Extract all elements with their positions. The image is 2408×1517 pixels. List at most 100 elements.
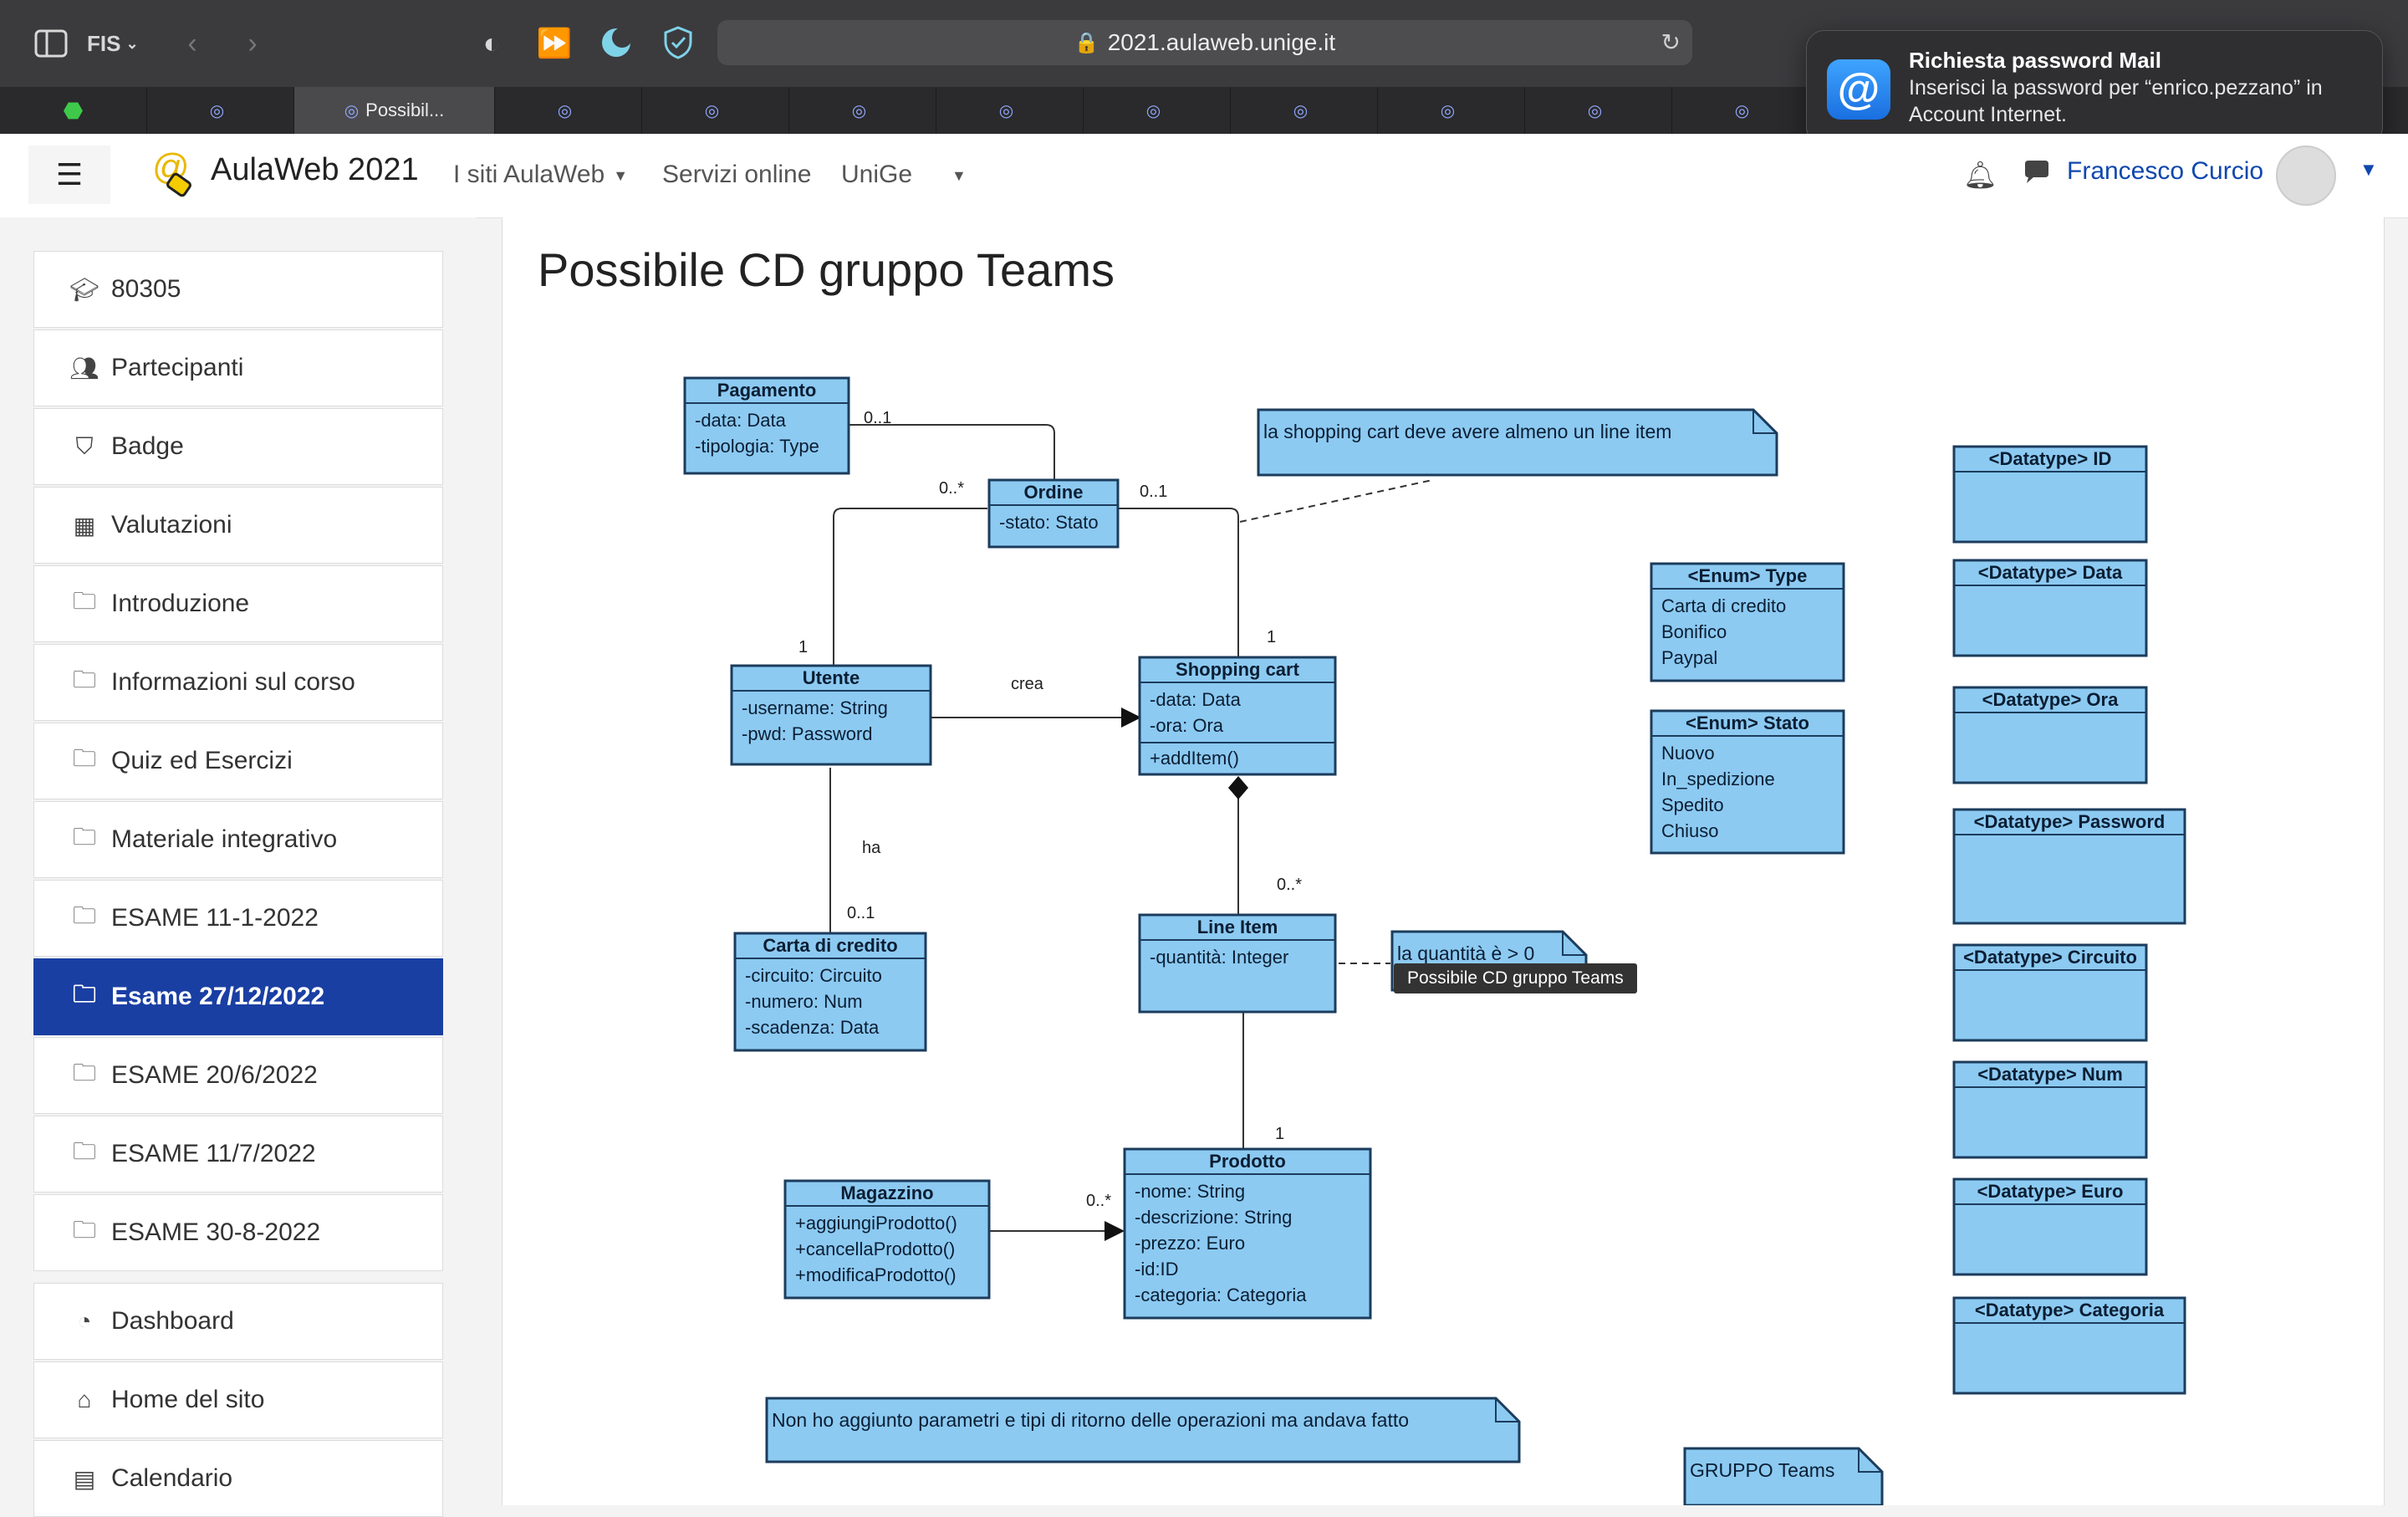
sidebar-item-esame-27-12-2022[interactable]: 🗀Esame 27/12/2022 <box>33 958 443 1035</box>
nav-siti-aulaweb[interactable]: I siti AulaWeb▼ <box>453 161 629 188</box>
mail-password-notification[interactable]: @ Richiesta password Mail Inserisci la p… <box>1806 30 2383 146</box>
note-text: la quantità è > 0 <box>1397 942 1534 964</box>
sidebar-item-esame-20-6-2022[interactable]: 🗀ESAME 20/6/2022 <box>33 1037 443 1114</box>
sidebar-item-materiale[interactable]: 🗀Materiale integrativo <box>33 801 443 878</box>
sidebar-item-quiz[interactable]: 🗀Quiz ed Esercizi <box>33 723 443 799</box>
aulaweb-logo-icon[interactable]: @ <box>150 146 201 204</box>
uml-class-dt-circuito: <Datatype> Circuito <box>1952 943 2148 1042</box>
tab[interactable]: ◎ <box>147 87 294 134</box>
class-name: <Enum> Type <box>1688 565 1808 586</box>
sidebar-item-valutazioni[interactable]: ▦ Valutazioni <box>33 487 443 564</box>
class-attribute: Bonifico <box>1661 621 1727 642</box>
sidebar-item-esame-30-8-2022[interactable]: 🗀ESAME 30-8-2022 <box>33 1194 443 1271</box>
tab[interactable]: ◎ <box>1525 87 1672 134</box>
reload-icon[interactable]: ↻ <box>1661 29 1681 55</box>
uml-class-utente: Utente-username: String-pwd: Password <box>730 664 932 766</box>
address-bar[interactable]: 🔒 2021.aulaweb.unige.it ↻ <box>717 20 1692 65</box>
sidebar-item-label: Valutazioni <box>111 511 232 539</box>
user-name[interactable]: Francesco Curcio <box>2067 157 2264 185</box>
class-name: <Datatype> Num <box>1977 1064 2123 1085</box>
tab[interactable]: ◎ <box>495 87 642 134</box>
class-attribute: Chiuso <box>1661 820 1718 841</box>
class-box <box>1952 559 2148 657</box>
uml-class-dt-password: <Datatype> Password <box>1952 808 2186 925</box>
bell-icon[interactable]: 🔔︎ <box>1963 160 1997 190</box>
chat-bubble-icon[interactable] <box>2022 159 2050 192</box>
course-sidebar: 🎓︎80305 👥︎Partecipanti ⛉Badge ▦ Valutazio… <box>0 217 477 1517</box>
sidebar-item-esame-11-7-2022[interactable]: 🗀 ESAME 11/7/2022 <box>33 1116 443 1193</box>
aulaweb-favicon-icon: ◎ <box>704 101 720 120</box>
class-name: <Datatype> Circuito <box>1963 947 2137 968</box>
class-attribute: In_spedizione <box>1661 769 1775 789</box>
uml-class-diagram: 0..1 0..* 0..1 1 1 crea ha 0..1 0..* 1 0… <box>683 376 2186 1505</box>
assoc-ordine-utente <box>833 508 987 669</box>
tab-active[interactable]: ◎Possibil... <box>294 87 495 134</box>
fast-forward-icon[interactable]: ⏩ <box>536 28 573 59</box>
uml-note-cart: la shopping cart deve avere almeno un li… <box>1257 408 1778 477</box>
class-name: Line Item <box>1197 917 1278 937</box>
moon-extension-icon[interactable] <box>597 23 635 62</box>
sidebar-item-label: Partecipanti <box>111 354 244 381</box>
class-box <box>1650 709 1845 855</box>
tab[interactable]: ◎ <box>1084 87 1231 134</box>
hamburger-menu-button[interactable]: ☰ <box>28 146 110 204</box>
shield-check-icon[interactable] <box>659 23 697 62</box>
sidebar-item-esame-11-1-2022[interactable]: 🗀ESAME 11-1-2022 <box>33 880 443 957</box>
aulaweb-favicon-icon: ◎ <box>1587 101 1603 120</box>
folder-icon: 🗀 <box>72 1138 96 1164</box>
sidebar-item-home[interactable]: ⌂Home del sito <box>33 1361 443 1438</box>
class-attribute: +aggiungiProdotto() <box>795 1213 957 1234</box>
site-name[interactable]: AulaWeb 2021 <box>211 152 419 187</box>
sidebar-item-informazioni[interactable]: 🗀Informazioni sul corso <box>33 644 443 721</box>
sidebar-item-80305[interactable]: 🎓︎80305 <box>33 251 443 328</box>
note-fold <box>1752 410 1777 434</box>
class-box <box>1123 1147 1372 1320</box>
sidebar-item-label: Quiz ed Esercizi <box>111 747 293 774</box>
sidebar-item-label: Introduzione <box>111 590 250 617</box>
class-name: Shopping cart <box>1176 659 1300 680</box>
table-icon: ▦ <box>73 512 96 539</box>
uml-class-dt-categoria: <Datatype> Categoria <box>1952 1296 2186 1395</box>
notification-body: Inserisci la password per “enrico.pezzan… <box>1909 76 2323 126</box>
class-attribute: +modificaProdotto() <box>795 1264 957 1285</box>
avatar[interactable] <box>2276 146 2336 206</box>
caret-down-icon[interactable]: ▼ <box>2360 159 2378 180</box>
tab-group-selector[interactable]: FIS⌄ <box>87 25 139 62</box>
sidebar-item-badge[interactable]: ⛉Badge <box>33 408 443 485</box>
class-name: <Datatype> ID <box>1989 448 2112 469</box>
tab[interactable]: ◎ <box>1672 87 1819 134</box>
sidebar-item-label: Badge <box>111 432 184 460</box>
uml-class-dt-data: <Datatype> Data <box>1952 559 2148 657</box>
nav-unige[interactable]: UniGe <box>841 161 913 188</box>
class-box <box>1138 656 1337 776</box>
aulaweb-favicon-icon: ◎ <box>1145 101 1161 120</box>
tab[interactable]: ◎ <box>642 87 789 134</box>
class-box <box>1952 808 2186 925</box>
sidebar-item-dashboard[interactable]: ◔Dashboard <box>33 1283 443 1360</box>
nav-servizi-online[interactable]: Servizi online <box>662 161 812 188</box>
association-label: ha <box>862 839 881 857</box>
sidebar-item-partecipanti[interactable]: 👥︎Partecipanti <box>33 329 443 406</box>
back-button[interactable]: ‹ <box>187 27 197 59</box>
note-shape <box>1683 1447 1884 1505</box>
sidebar-item-label: ESAME 11/7/2022 <box>111 1140 316 1167</box>
nav-more-dropdown[interactable]: ▼ <box>943 161 967 189</box>
tab[interactable]: ◎ <box>1378 87 1525 134</box>
note-text: la shopping cart deve avere almeno un li… <box>1263 421 1671 442</box>
forward-button[interactable]: › <box>247 27 258 59</box>
composition-diamond <box>1228 776 1248 799</box>
sidebar-item-introduzione[interactable]: 🗀Introduzione <box>33 565 443 642</box>
tab[interactable]: ◎ <box>936 87 1084 134</box>
sidebar-item-label: 80305 <box>111 275 181 303</box>
tab[interactable]: ◎ <box>789 87 936 134</box>
aulaweb-favicon-icon: ◎ <box>344 101 360 120</box>
tab[interactable]: ◎ <box>1231 87 1378 134</box>
tab-pinned[interactable]: ⬣ <box>0 87 147 134</box>
privacy-shield-icon[interactable]: ◐ <box>482 27 501 59</box>
class-attribute: -scadenza: Data <box>745 1017 880 1038</box>
class-box <box>733 932 927 1052</box>
class-name: <Datatype> Ora <box>1982 689 2119 710</box>
sidebar-item-calendario[interactable]: ▤Calendario <box>33 1440 443 1517</box>
sidebar-toggle-icon[interactable] <box>32 25 70 62</box>
class-name: <Datatype> Euro <box>1977 1181 2124 1202</box>
